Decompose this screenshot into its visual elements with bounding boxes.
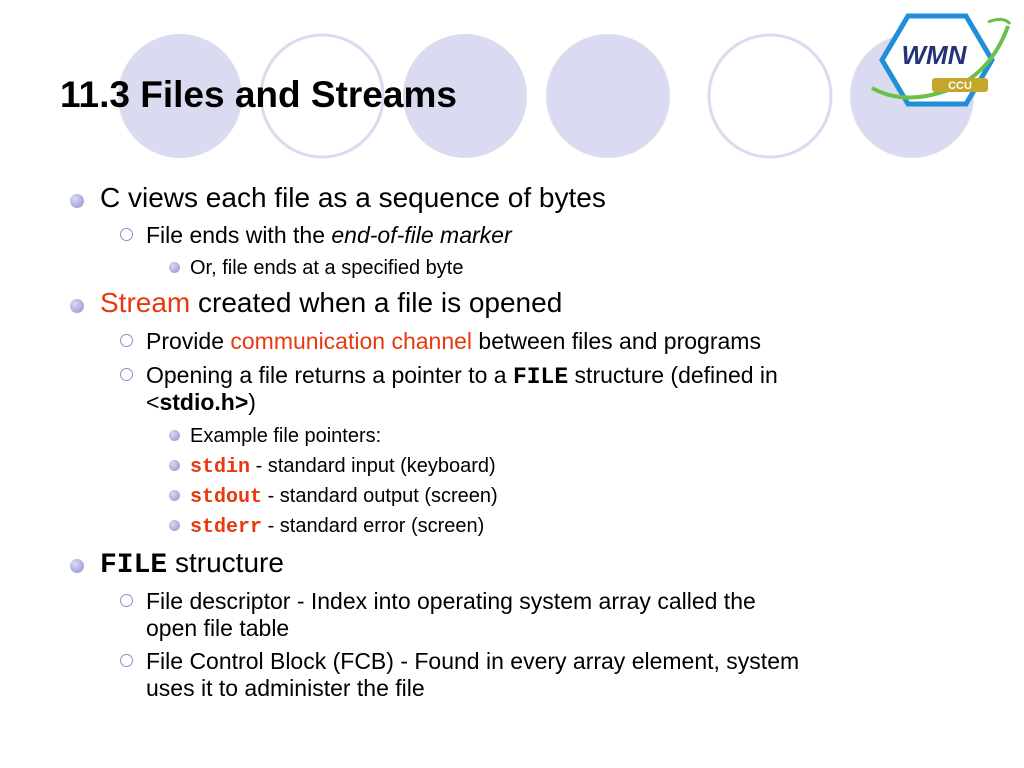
logo-sub-text: CCU [948,80,972,92]
bullet-small-icon [169,520,180,531]
deco-circle-5 [707,33,833,159]
bullet-filled-icon [70,559,84,573]
bullet-small-icon [169,460,180,471]
bullet-opening-file-line2: <stdio.h>) [146,389,256,415]
bullet-hollow-icon [120,334,133,347]
bullet-hollow-icon [120,228,133,241]
bullet-small-icon [169,262,180,273]
page-title: 11.3 Files and Streams [60,74,457,115]
bullet-stderr: stderr - standard error (screen) [190,515,485,539]
bullet-hollow-icon [120,654,133,667]
bullet-hollow-icon [120,368,133,381]
wmn-logo: WMN CCU [871,13,1012,107]
bullet-stdout: stdout - standard output (screen) [190,485,498,509]
bullet-file-descriptor-line2: open file table [146,615,290,641]
bullet-small-icon [169,430,180,441]
bullet-c-views: C views each file as a sequence of bytes [100,182,606,213]
deco-circle-4 [546,34,670,158]
bullet-or-file-ends: Or, file ends at a specified byte [190,257,464,279]
bullet-provide-channel: Provide communication channel between fi… [146,328,761,354]
bullet-file-structure: FILE structure [100,547,284,581]
bullet-stream: Stream created when a file is opened [100,287,563,318]
bullet-example-pointers: Example file pointers: [190,425,382,447]
deco-circle-3 [403,34,527,158]
bullet-small-icon [169,490,180,501]
bullet-opening-file: Opening a file returns a pointer to a FI… [146,362,778,390]
bullet-filled-icon [70,299,84,313]
logo-main-text: WMN [902,40,968,70]
bullet-filled-icon [70,194,84,208]
bullet-fcb-line2: uses it to administer the file [146,675,425,701]
bullet-file-ends: File ends with the end-of-file marker [146,222,512,248]
deco-circle-1 [118,34,242,158]
bullet-stdin: stdin - standard input (keyboard) [190,455,496,479]
bullet-fcb: File Control Block (FCB) - Found in ever… [146,648,800,674]
bullet-hollow-icon [120,594,133,607]
deco-circle-2 [259,33,385,159]
bullet-file-descriptor: File descriptor - Index into operating s… [146,588,756,614]
